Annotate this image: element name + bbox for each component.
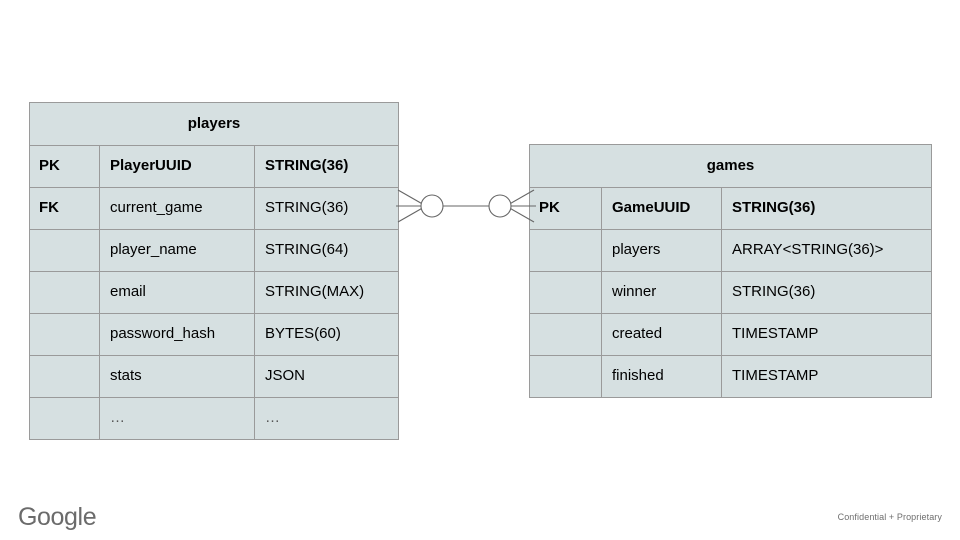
row-field-name: finished — [601, 355, 722, 398]
row-field-name: GameUUID — [601, 187, 722, 230]
row-field-name: players — [601, 229, 722, 272]
row-field-type: TIMESTAMP — [721, 355, 932, 398]
row-field-type: ARRAY<STRING(36)> — [721, 229, 932, 272]
table-row: PK PlayerUUID STRING(36) — [29, 145, 399, 188]
row-field-type: STRING(64) — [254, 229, 399, 272]
entity-table-players: players PK PlayerUUID STRING(36) FK curr… — [29, 102, 399, 440]
row-field-type: STRING(36) — [254, 145, 399, 188]
row-field-type: STRING(36) — [721, 271, 932, 314]
row-field-name: created — [601, 313, 722, 356]
row-field-name: password_hash — [99, 313, 255, 356]
row-key-badge — [29, 229, 100, 272]
row-field-name: stats — [99, 355, 255, 398]
row-field-type: STRING(36) — [254, 187, 399, 230]
entity-title-games: games — [529, 144, 932, 188]
row-key-badge — [29, 355, 100, 398]
google-logo: Google — [18, 503, 97, 531]
row-key-badge — [529, 313, 602, 356]
row-field-name: … — [99, 397, 255, 440]
row-field-name: email — [99, 271, 255, 314]
row-key-badge — [29, 397, 100, 440]
row-field-type: BYTES(60) — [254, 313, 399, 356]
row-key-badge — [29, 313, 100, 356]
row-field-type: JSON — [254, 355, 399, 398]
entity-table-games: games PK GameUUID STRING(36) players ARR… — [529, 144, 932, 398]
row-field-type: … — [254, 397, 399, 440]
row-field-name: PlayerUUID — [99, 145, 255, 188]
table-row: created TIMESTAMP — [529, 313, 932, 356]
entity-title-row: games — [529, 144, 932, 188]
entity-title-row: players — [29, 102, 399, 146]
table-row: password_hash BYTES(60) — [29, 313, 399, 356]
row-field-type: TIMESTAMP — [721, 313, 932, 356]
table-row: players ARRAY<STRING(36)> — [529, 229, 932, 272]
table-row: player_name STRING(64) — [29, 229, 399, 272]
table-row: finished TIMESTAMP — [529, 355, 932, 398]
row-field-name: current_game — [99, 187, 255, 230]
row-key-badge: FK — [29, 187, 100, 230]
table-row: email STRING(MAX) — [29, 271, 399, 314]
table-row-more: … … — [29, 397, 399, 440]
row-field-type: STRING(MAX) — [254, 271, 399, 314]
row-key-badge — [529, 229, 602, 272]
cardinality-circle-right — [488, 194, 512, 218]
table-row: PK GameUUID STRING(36) — [529, 187, 932, 230]
relationship-connector — [392, 178, 540, 234]
row-key-badge: PK — [29, 145, 100, 188]
table-row: FK current_game STRING(36) — [29, 187, 399, 230]
row-key-badge: PK — [529, 187, 602, 230]
row-field-type: STRING(36) — [721, 187, 932, 230]
row-field-name: winner — [601, 271, 722, 314]
table-row: stats JSON — [29, 355, 399, 398]
row-key-badge — [529, 355, 602, 398]
cardinality-circle-left — [420, 194, 444, 218]
table-row: winner STRING(36) — [529, 271, 932, 314]
row-key-badge — [529, 271, 602, 314]
entity-title-players: players — [29, 102, 399, 146]
confidentiality-notice: Confidential + Proprietary — [837, 512, 942, 522]
row-field-name: player_name — [99, 229, 255, 272]
row-key-badge — [29, 271, 100, 314]
